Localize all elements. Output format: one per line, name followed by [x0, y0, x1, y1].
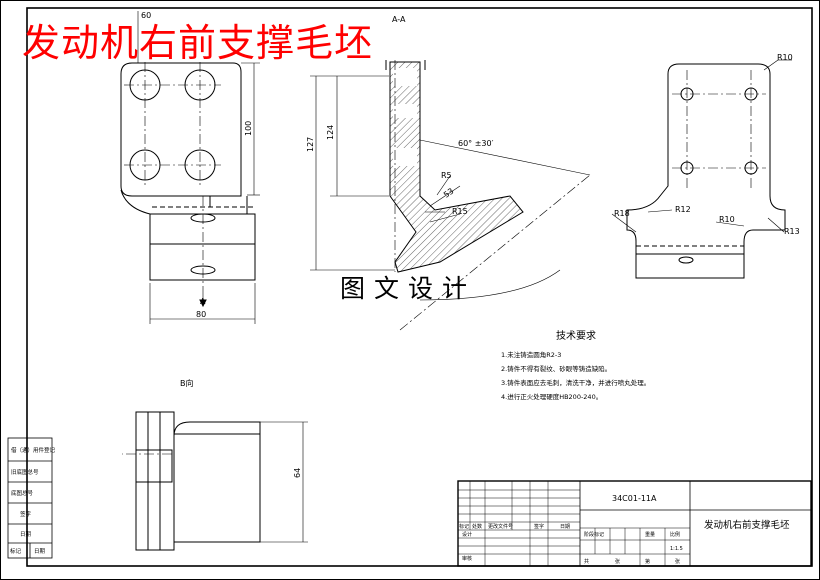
- rev-header-doc: 更改文件号: [488, 523, 513, 530]
- rev-header-count: 处数: [472, 523, 482, 530]
- scale-value: 1:1.5: [670, 546, 683, 552]
- dim-front-width: 80: [196, 310, 206, 319]
- sidebar-cell-1: 借（通）用件登记: [11, 446, 56, 454]
- tech-item-3: 3.铸件表面应去毛刺，清洗干净，并进行喷丸处理。: [501, 378, 650, 387]
- rev-header-date: 日期: [560, 524, 570, 530]
- tech-item-2: 2.铸件不得有裂纹、砂眼等铸造缺陷。: [501, 364, 611, 373]
- sidebar-bottom-1: 标记: [10, 547, 22, 555]
- dim-right-r10-top: R10: [777, 53, 793, 62]
- dim-r15: R15: [452, 207, 468, 216]
- watermark-text: 图文设计: [340, 274, 477, 303]
- sidebar-cell-4: 签字: [20, 510, 32, 518]
- tech-heading: 技术要求: [556, 329, 596, 342]
- dim-section-h1: 124: [326, 125, 335, 140]
- part-name: 发动机右前支撑毛坯: [704, 519, 790, 531]
- section-view-a-a: [310, 60, 591, 331]
- dim-angle: 60° ±30′: [458, 139, 494, 148]
- approve-label: 审核: [462, 555, 472, 562]
- section-label: A-A: [392, 15, 406, 24]
- title-block: [457, 480, 812, 567]
- drawing-number: 34C01-11A: [612, 494, 657, 503]
- sheet-total-unit: 张: [615, 558, 620, 565]
- page-label: 第: [645, 558, 650, 565]
- drawing-frame: [26, 7, 813, 567]
- design-label: 设计: [462, 531, 472, 538]
- right-view: [611, 59, 792, 279]
- sidebar-cell-3: 底图总号: [11, 489, 34, 497]
- title-overlay: 发动机右前支撑毛坯: [22, 21, 374, 65]
- scale-header: 比例: [670, 531, 680, 538]
- sidebar-bottom-2: 日期: [34, 548, 46, 555]
- dim-right-r13: R13: [784, 227, 800, 236]
- technical-requirements: 技术要求 1.未注铸造圆角R2-3 2.铸件不得有裂纹、砂眼等铸造缺陷。 3.铸…: [501, 329, 650, 401]
- tech-item-1: 1.未注铸造圆角R2-3: [501, 350, 561, 359]
- tech-item-4: 4.进行正火处理硬度HB200-240。: [501, 392, 602, 401]
- rev-header-sign: 签字: [534, 523, 544, 530]
- rev-header-mark: 标记: [459, 523, 469, 530]
- view-label-b: B向: [180, 378, 194, 388]
- dim-front-top: 60: [141, 11, 151, 20]
- dim-r5: R5: [441, 171, 452, 180]
- front-view: [120, 11, 260, 324]
- b-view: [122, 411, 308, 551]
- left-sidebar-table: [7, 437, 53, 559]
- dim-right-r10-bot: R10: [719, 215, 735, 224]
- dim-bview-h: 64: [293, 468, 302, 478]
- weight-header: 重量: [645, 531, 655, 538]
- dim-section-h2: 127: [306, 137, 315, 152]
- dim-front-height: 100: [244, 121, 253, 136]
- dim-right-r12: R12: [675, 205, 691, 214]
- sidebar-cell-2: 旧底图总号: [11, 468, 39, 476]
- dim-53: 53: [442, 186, 456, 199]
- view-arrow-a-label: A: [200, 297, 206, 306]
- stage-header: 阶段标记: [584, 531, 604, 538]
- sidebar-cell-5: 日期: [20, 531, 32, 538]
- dim-right-r18: R18: [614, 209, 630, 218]
- page-unit: 张: [675, 558, 680, 565]
- sheet-total-label: 共: [584, 558, 589, 565]
